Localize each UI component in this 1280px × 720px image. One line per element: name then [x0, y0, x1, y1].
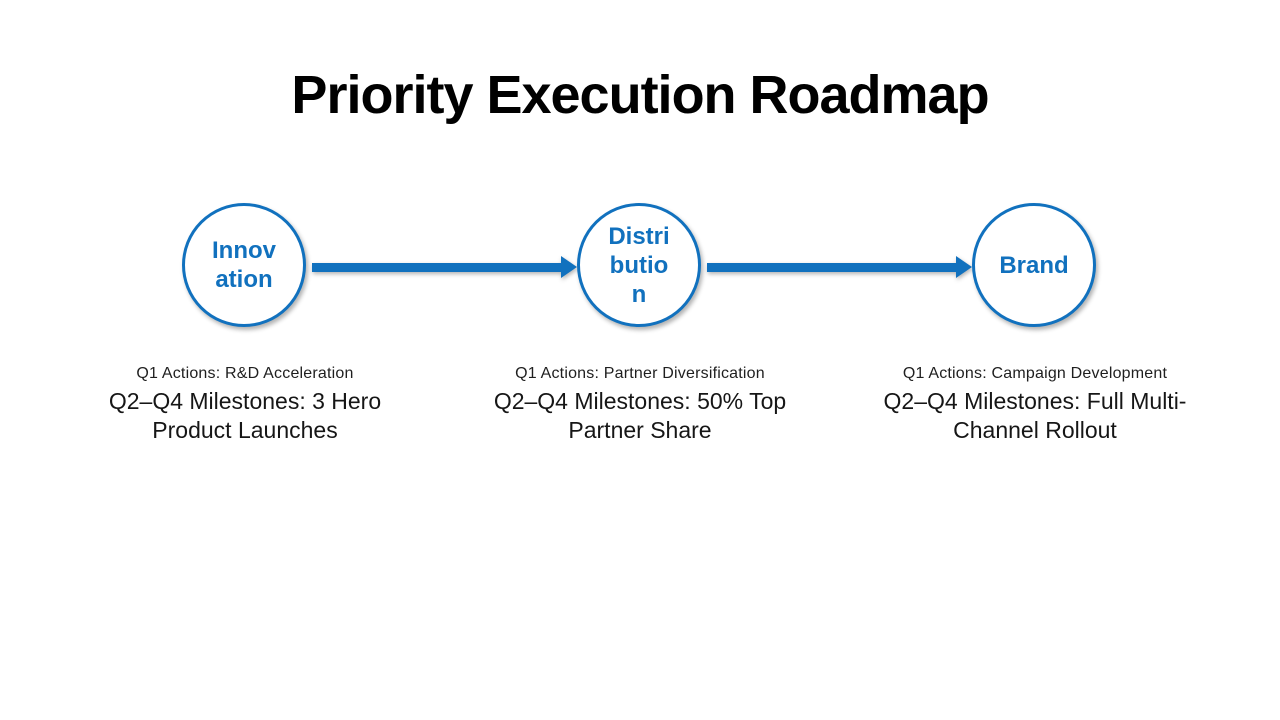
arrow-shaft — [312, 262, 562, 272]
connector-arrow-2 — [707, 256, 972, 278]
arrow-head-icon — [956, 256, 972, 278]
q1-actions-text: Q1 Actions: R&D Acceleration — [136, 365, 354, 382]
node-label-distribution: Distri butio n — [608, 222, 670, 308]
step-details-innovation: Q1 Actions: R&D Acceleration Q2–Q4 Miles… — [65, 364, 425, 445]
milestones-text: Q2–Q4 Milestones: Full Multi- Channel Ro… — [883, 388, 1187, 443]
step-details-distribution: Q1 Actions: Partner Diversification Q2–Q… — [460, 364, 820, 445]
node-label-innovation: Innov ation — [212, 237, 276, 293]
step-details-brand: Q1 Actions: Campaign Development Q2–Q4 M… — [855, 364, 1215, 445]
connector-arrow-1 — [312, 256, 577, 278]
node-label-brand: Brand — [999, 251, 1069, 279]
arrow-head-icon — [561, 256, 577, 278]
slide-title: Priority Execution Roadmap — [291, 65, 989, 125]
q1-actions-text: Q1 Actions: Partner Diversification — [515, 365, 765, 382]
milestones-text: Q2–Q4 Milestones: 3 Hero Product Launche… — [108, 388, 382, 443]
arrow-shaft — [707, 262, 957, 272]
roadmap-node-brand: Brand — [972, 203, 1096, 327]
roadmap-node-distribution: Distri butio n — [577, 203, 701, 327]
milestones-text: Q2–Q4 Milestones: 50% Top Partner Share — [493, 388, 787, 443]
roadmap-node-innovation: Innov ation — [182, 203, 306, 327]
q1-actions-text: Q1 Actions: Campaign Development — [902, 365, 1168, 382]
